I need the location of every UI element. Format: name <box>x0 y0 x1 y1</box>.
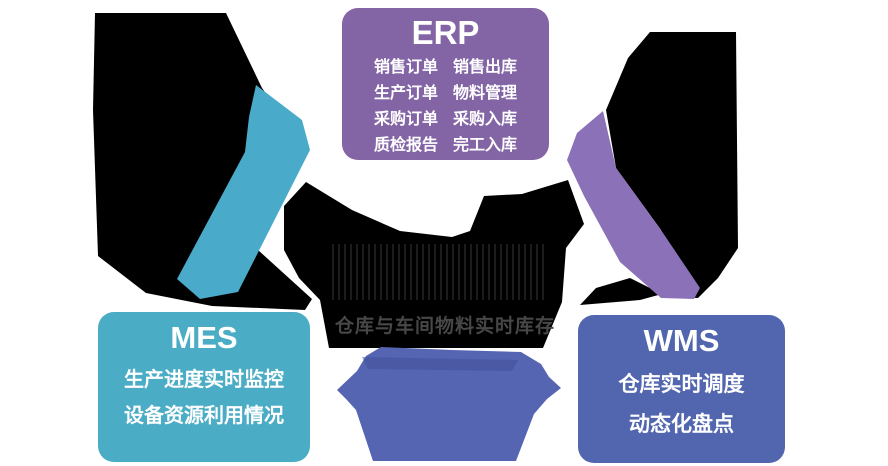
erp-wms-arrow-band <box>567 111 700 299</box>
bottom-blue-arrow-shape <box>337 347 561 461</box>
mes-node: MES 生产进度实时监控 设备资源利用情况 <box>98 312 310 462</box>
center-inventory-label: 仓库与车间物料实时库存 <box>334 316 555 337</box>
right-connector-shadow-shape <box>606 32 738 298</box>
erp-item: 销售订单 <box>373 58 438 76</box>
erp-title: ERP <box>411 14 480 51</box>
erp-mes-arrow-band <box>177 85 310 299</box>
mes-title: MES <box>170 320 238 355</box>
blue-shape-smudge-artifact <box>362 357 518 371</box>
erp-row: 采购订单 采购入库 <box>342 107 549 133</box>
erp-item: 完工入库 <box>453 136 518 154</box>
erp-item: 生产订单 <box>373 84 438 102</box>
erp-row: 销售订单 销售出库 <box>342 55 549 81</box>
right-connector-tip-shape <box>580 278 662 305</box>
wms-line: 动态化盘点 <box>629 412 734 436</box>
center-connector-texture <box>332 244 544 300</box>
erp-row: 质检报告 完工入库 <box>342 133 549 159</box>
erp-node: ERP 销售订单 销售出库 生产订单 物料管理 采购订单 采购入库 质检报告 完… <box>342 8 549 160</box>
wms-node: WMS 仓库实时调度 动态化盘点 <box>578 315 785 463</box>
wms-line: 仓库实时调度 <box>618 372 745 396</box>
mes-line: 生产进度实时监控 <box>124 368 284 391</box>
mes-line: 设备资源利用情况 <box>124 404 284 427</box>
erp-item: 采购入库 <box>453 110 518 128</box>
wms-title: WMS <box>643 323 720 358</box>
erp-item: 采购订单 <box>373 110 438 128</box>
erp-item: 物料管理 <box>453 84 518 102</box>
erp-item: 销售出库 <box>453 58 518 76</box>
erp-item: 质检报告 <box>373 136 438 154</box>
erp-row: 生产订单 物料管理 <box>342 81 549 107</box>
